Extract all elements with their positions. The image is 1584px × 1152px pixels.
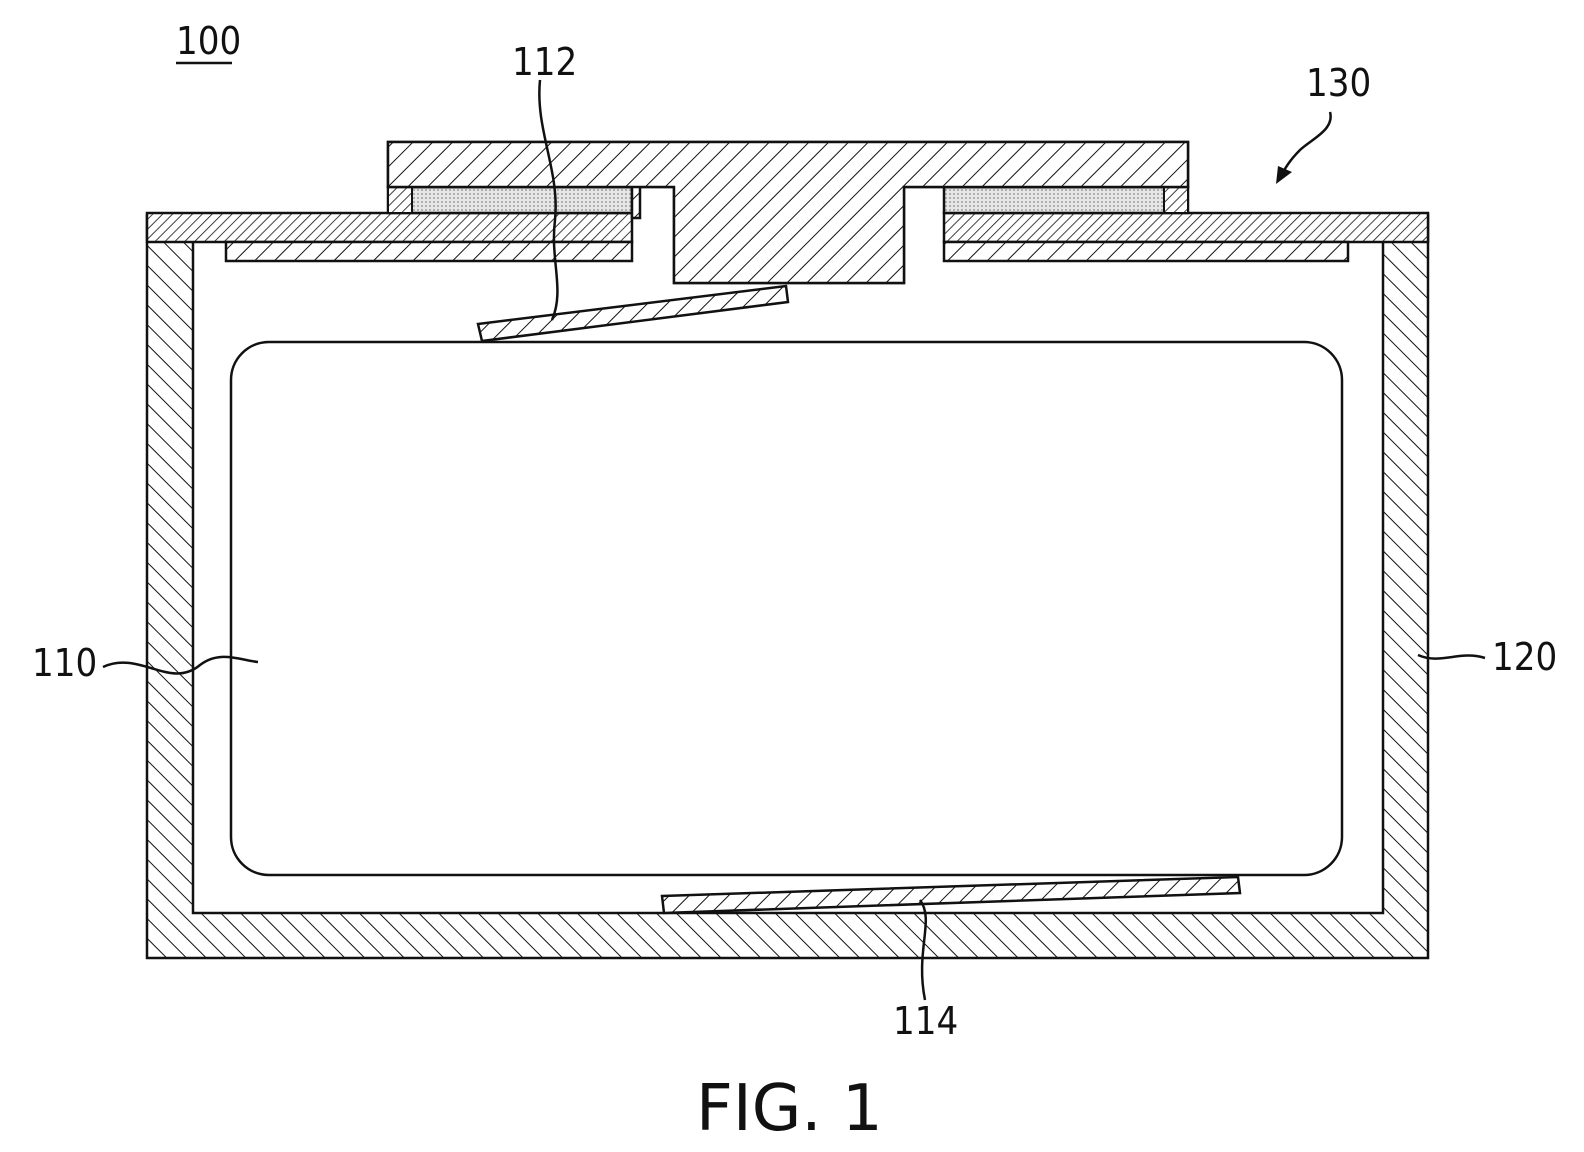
gasket-right (944, 187, 1188, 213)
electrode-assembly (231, 342, 1342, 875)
cap-plate-left (147, 213, 632, 242)
gasket-end-left (388, 187, 412, 213)
label-110: 110 (32, 641, 97, 685)
arrowhead-130 (1276, 166, 1292, 184)
lower-plate-left (226, 242, 632, 261)
label-114: 114 (893, 999, 958, 1043)
label-120: 120 (1492, 635, 1557, 679)
upper-tab (478, 286, 788, 341)
figure-caption: FIG. 1 (696, 1072, 883, 1146)
lower-tab (662, 877, 1240, 913)
gasket-end-right (1164, 187, 1188, 213)
leader-line-130 (1280, 112, 1331, 178)
label-112: 112 (512, 40, 577, 84)
lower-plate-right (944, 242, 1348, 261)
label-130: 130 (1306, 61, 1371, 105)
gasket-left (388, 187, 632, 213)
cap-plate-right (944, 213, 1428, 242)
label-100: 100 (176, 19, 241, 63)
